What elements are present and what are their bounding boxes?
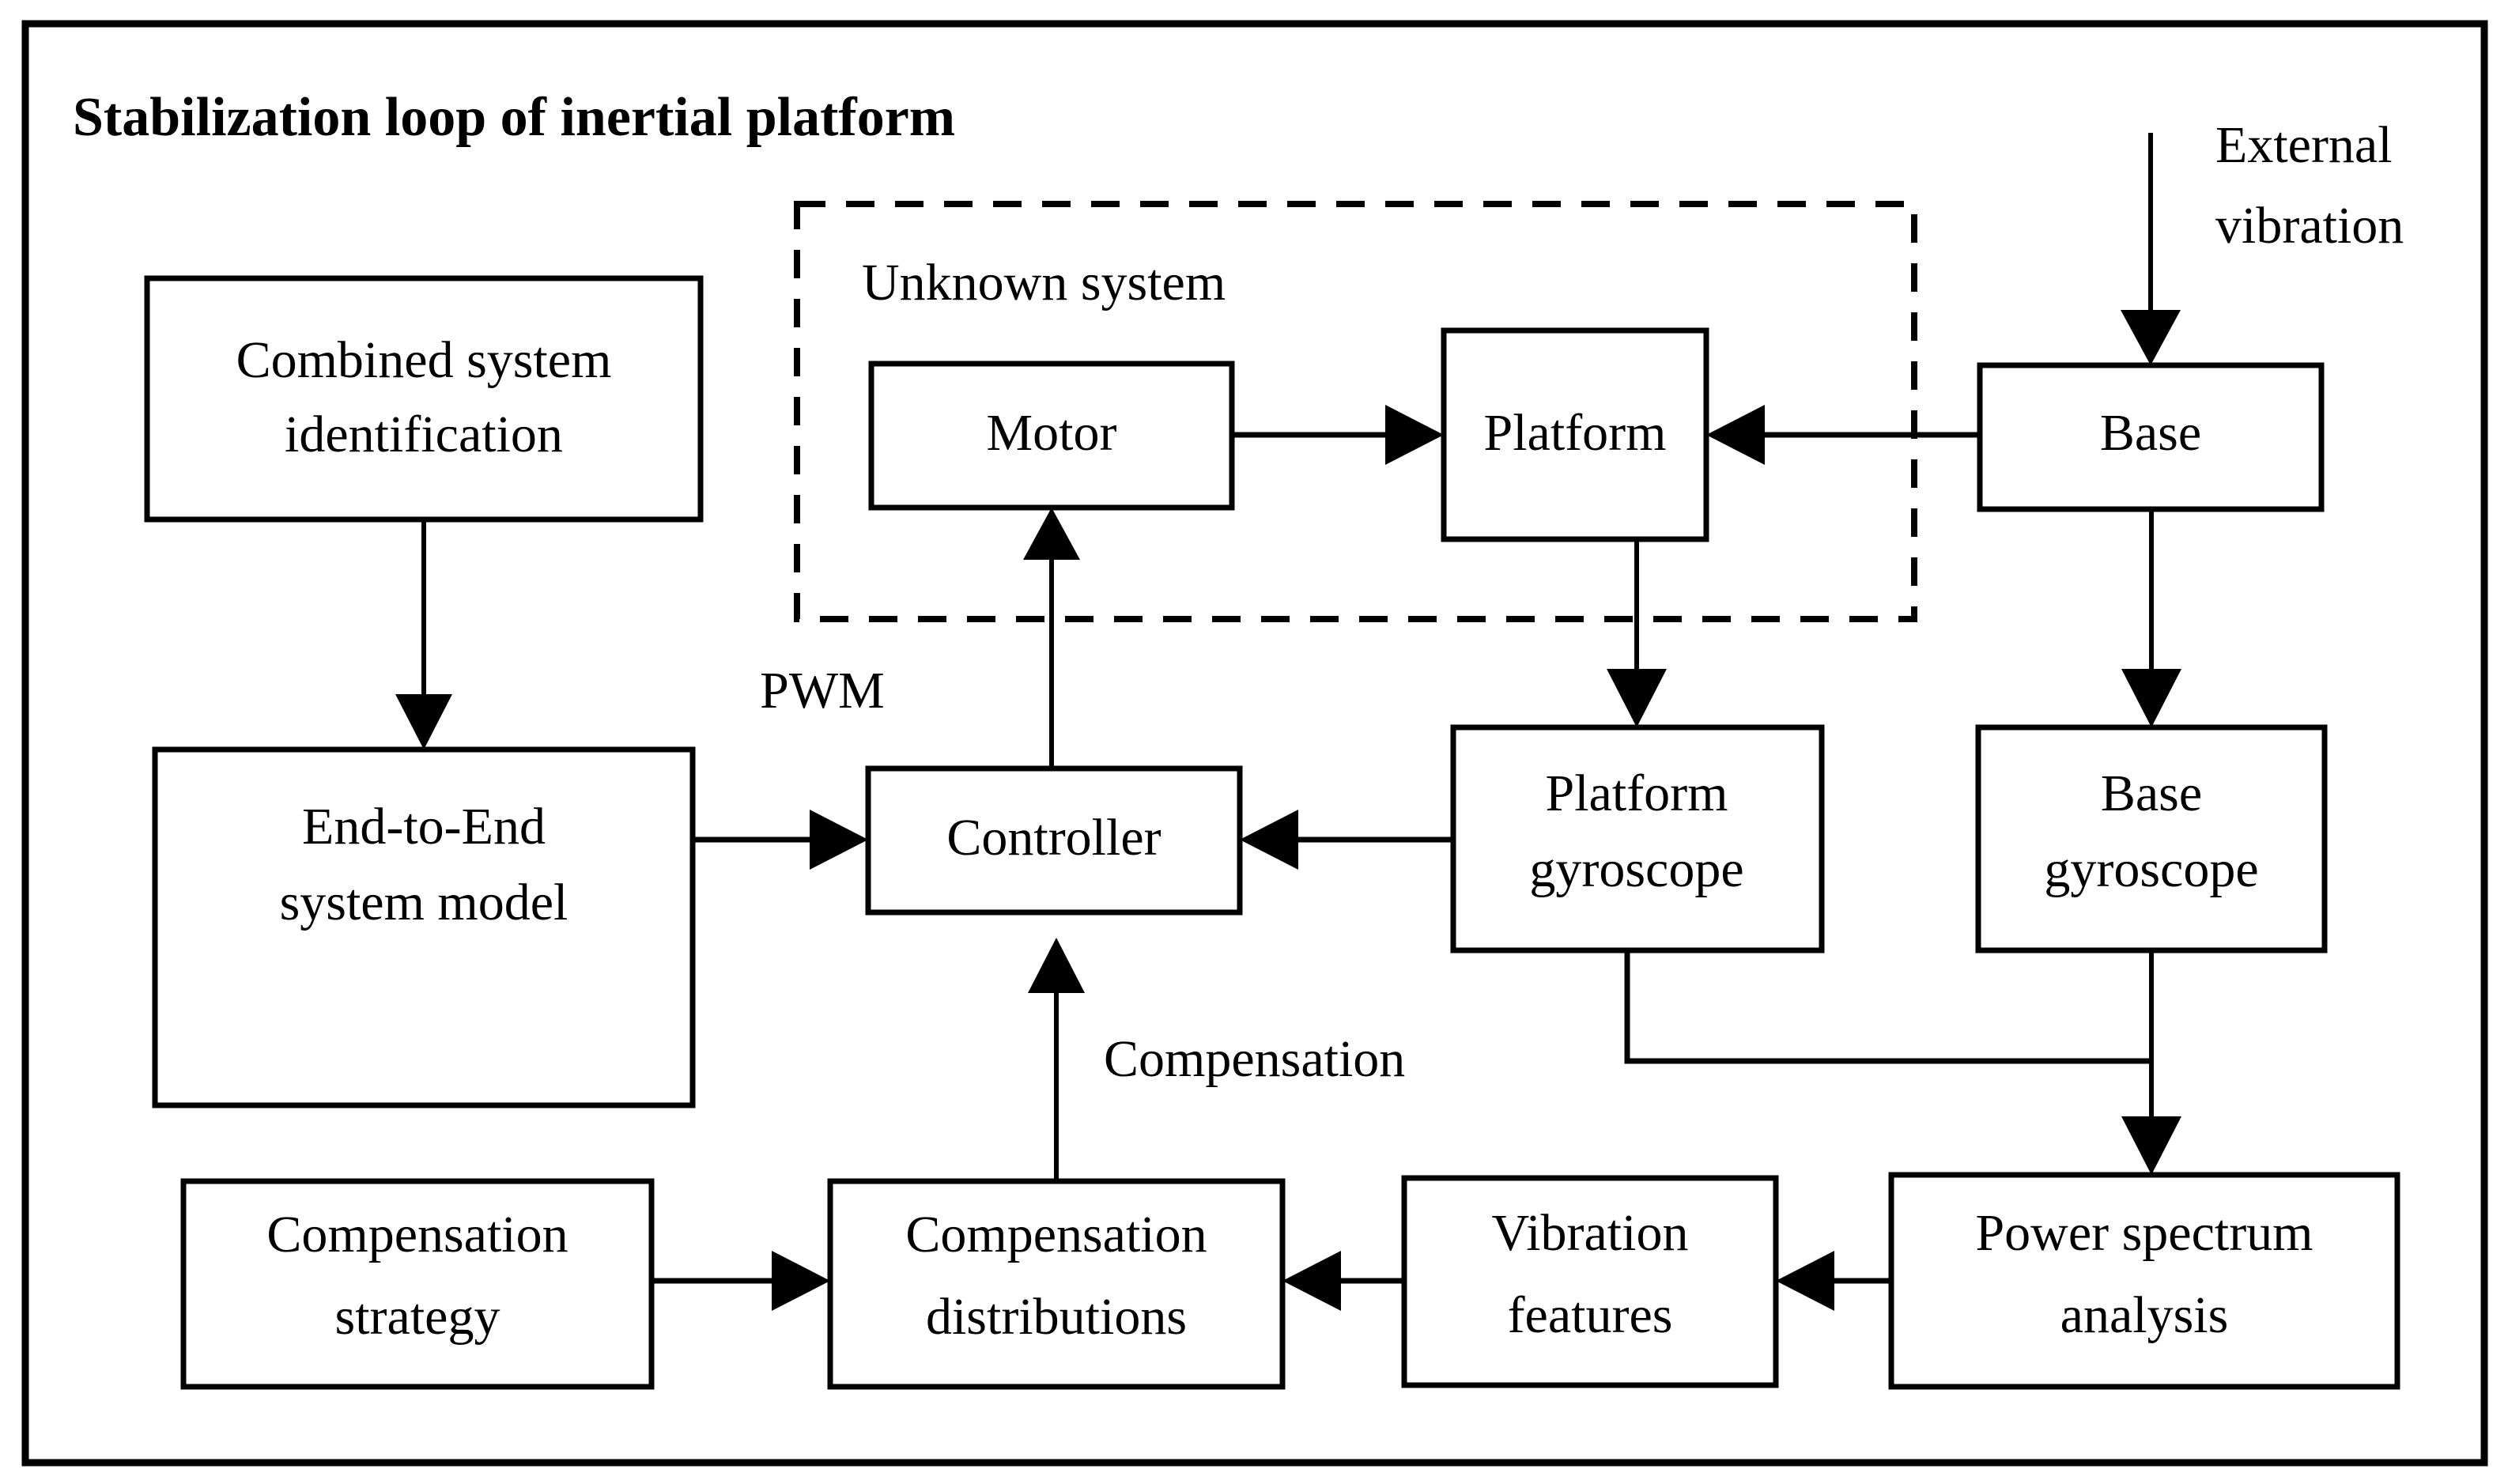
arrow-head-icon — [772, 1251, 830, 1311]
node-platform-gyroscope-line2: gyroscope — [1529, 840, 1743, 898]
edge-power-spectrum-to-vibration-features — [1776, 1251, 1891, 1311]
node-motor[interactable]: Motor — [868, 361, 1235, 511]
node-end-to-end-system-model-line1: End-to-End — [302, 798, 546, 855]
edge-external-vibration-to-base — [2121, 133, 2181, 365]
edge-platform-gyroscope-to-power-spectrum — [1624, 950, 2151, 1064]
node-compensation-strategy[interactable]: Compensation strategy — [180, 1178, 655, 1390]
node-power-spectrum-analysis-box[interactable] — [1888, 1172, 2400, 1390]
node-combined-system-identification-line2: identification — [285, 406, 563, 463]
node-platform-box[interactable] — [1441, 327, 1709, 542]
node-platform-gyroscope-box[interactable] — [1450, 724, 1825, 953]
node-controller-label: Controller — [946, 809, 1161, 867]
node-vibration-features-line2: features — [1508, 1286, 1673, 1344]
node-power-spectrum-analysis-line2: analysis — [2060, 1286, 2229, 1344]
arrow-head-icon — [395, 694, 452, 750]
node-combined-system-identification-line1: Combined system — [236, 331, 612, 389]
arrow-head-icon — [2121, 669, 2181, 727]
edge-label-external-vibration-line1: External — [2215, 116, 2393, 174]
edge-label-pwm: PWM — [760, 662, 885, 719]
edge-vibration-features-to-compensation-distributions — [1282, 1251, 1404, 1311]
arrow-head-icon — [1240, 810, 1298, 870]
edge-compensation-distributions-to-controller — [1028, 938, 1085, 1181]
arrow-head-icon — [2121, 310, 2181, 365]
node-vibration-features[interactable]: Vibration features — [1401, 1175, 1779, 1388]
node-end-to-end-system-model-box[interactable] — [152, 746, 696, 1108]
edge-model-to-controller — [693, 810, 868, 870]
node-compensation-strategy-line2: strategy — [335, 1288, 500, 1346]
unknown-system-group — [794, 201, 1917, 622]
unknown-system-label: Unknown system — [862, 254, 1226, 312]
node-platform-label: Platform — [1484, 404, 1667, 462]
arrow-head-icon — [1385, 405, 1444, 465]
edge-compensation-strategy-to-distributions — [652, 1251, 830, 1311]
node-combined-system-identification[interactable]: Combined system identification — [144, 275, 704, 523]
arrow-head-icon — [810, 810, 868, 870]
node-controller-box[interactable] — [865, 765, 1243, 916]
arrow-head-icon — [1607, 669, 1667, 727]
node-combined-system-identification-box[interactable] — [144, 275, 704, 523]
edge-base-to-base-gyroscope — [2121, 509, 2181, 727]
edge-motor-to-platform — [1232, 405, 1444, 465]
edge-platform-to-platform-gyroscope — [1607, 539, 1667, 727]
node-base-gyroscope-box[interactable] — [1975, 724, 2328, 953]
edge-base-gyroscope-to-power-spectrum — [2121, 950, 2181, 1175]
edge-label-external-vibration-line2: vibration — [2215, 197, 2404, 255]
node-base-label: Base — [2100, 404, 2201, 462]
edge-platform-gyroscope-to-controller — [1240, 810, 1453, 870]
arrow-head-icon — [1706, 405, 1765, 465]
node-platform-gyroscope-line1: Platform — [1546, 765, 1728, 822]
arrow-head-icon — [1028, 938, 1085, 993]
edge-identification-to-model — [395, 519, 452, 750]
page-title: Stabilization loop of inertial platform — [73, 87, 955, 148]
arrow-head-icon — [1776, 1251, 1834, 1311]
node-controller[interactable]: Controller — [865, 765, 1243, 916]
edge-label-compensation: Compensation — [1104, 1030, 1405, 1088]
node-compensation-distributions-box[interactable] — [827, 1178, 1286, 1390]
node-base-gyroscope-line2: gyroscope — [2044, 840, 2258, 898]
node-end-to-end-system-model[interactable]: End-to-End system model — [152, 746, 696, 1108]
node-compensation-distributions-line2: distributions — [926, 1288, 1187, 1346]
node-power-spectrum-analysis-line1: Power spectrum — [1975, 1204, 2313, 1262]
node-compensation-strategy-box[interactable] — [180, 1178, 655, 1390]
edge-base-to-platform — [1706, 405, 1980, 465]
node-base-gyroscope-line1: Base — [2101, 765, 2202, 822]
edge-controller-to-motor — [1023, 508, 1080, 768]
node-vibration-features-line1: Vibration — [1492, 1204, 1689, 1262]
node-end-to-end-system-model-line2: system model — [280, 874, 568, 931]
arrow-head-icon — [1023, 508, 1080, 560]
node-base-gyroscope[interactable]: Base gyroscope — [1975, 724, 2328, 953]
arrow-head-icon — [1282, 1251, 1341, 1311]
node-compensation-distributions[interactable]: Compensation distributions — [827, 1178, 1286, 1390]
node-platform[interactable]: Platform — [1441, 327, 1709, 542]
node-compensation-strategy-line1: Compensation — [266, 1206, 568, 1263]
node-compensation-distributions-line1: Compensation — [905, 1206, 1207, 1263]
arrow-head-icon — [2121, 1116, 2181, 1175]
node-platform-gyroscope[interactable]: Platform gyroscope — [1450, 724, 1825, 953]
node-base[interactable]: Base — [1977, 362, 2325, 512]
node-power-spectrum-analysis[interactable]: Power spectrum analysis — [1888, 1172, 2400, 1390]
node-motor-label: Motor — [987, 404, 1117, 462]
